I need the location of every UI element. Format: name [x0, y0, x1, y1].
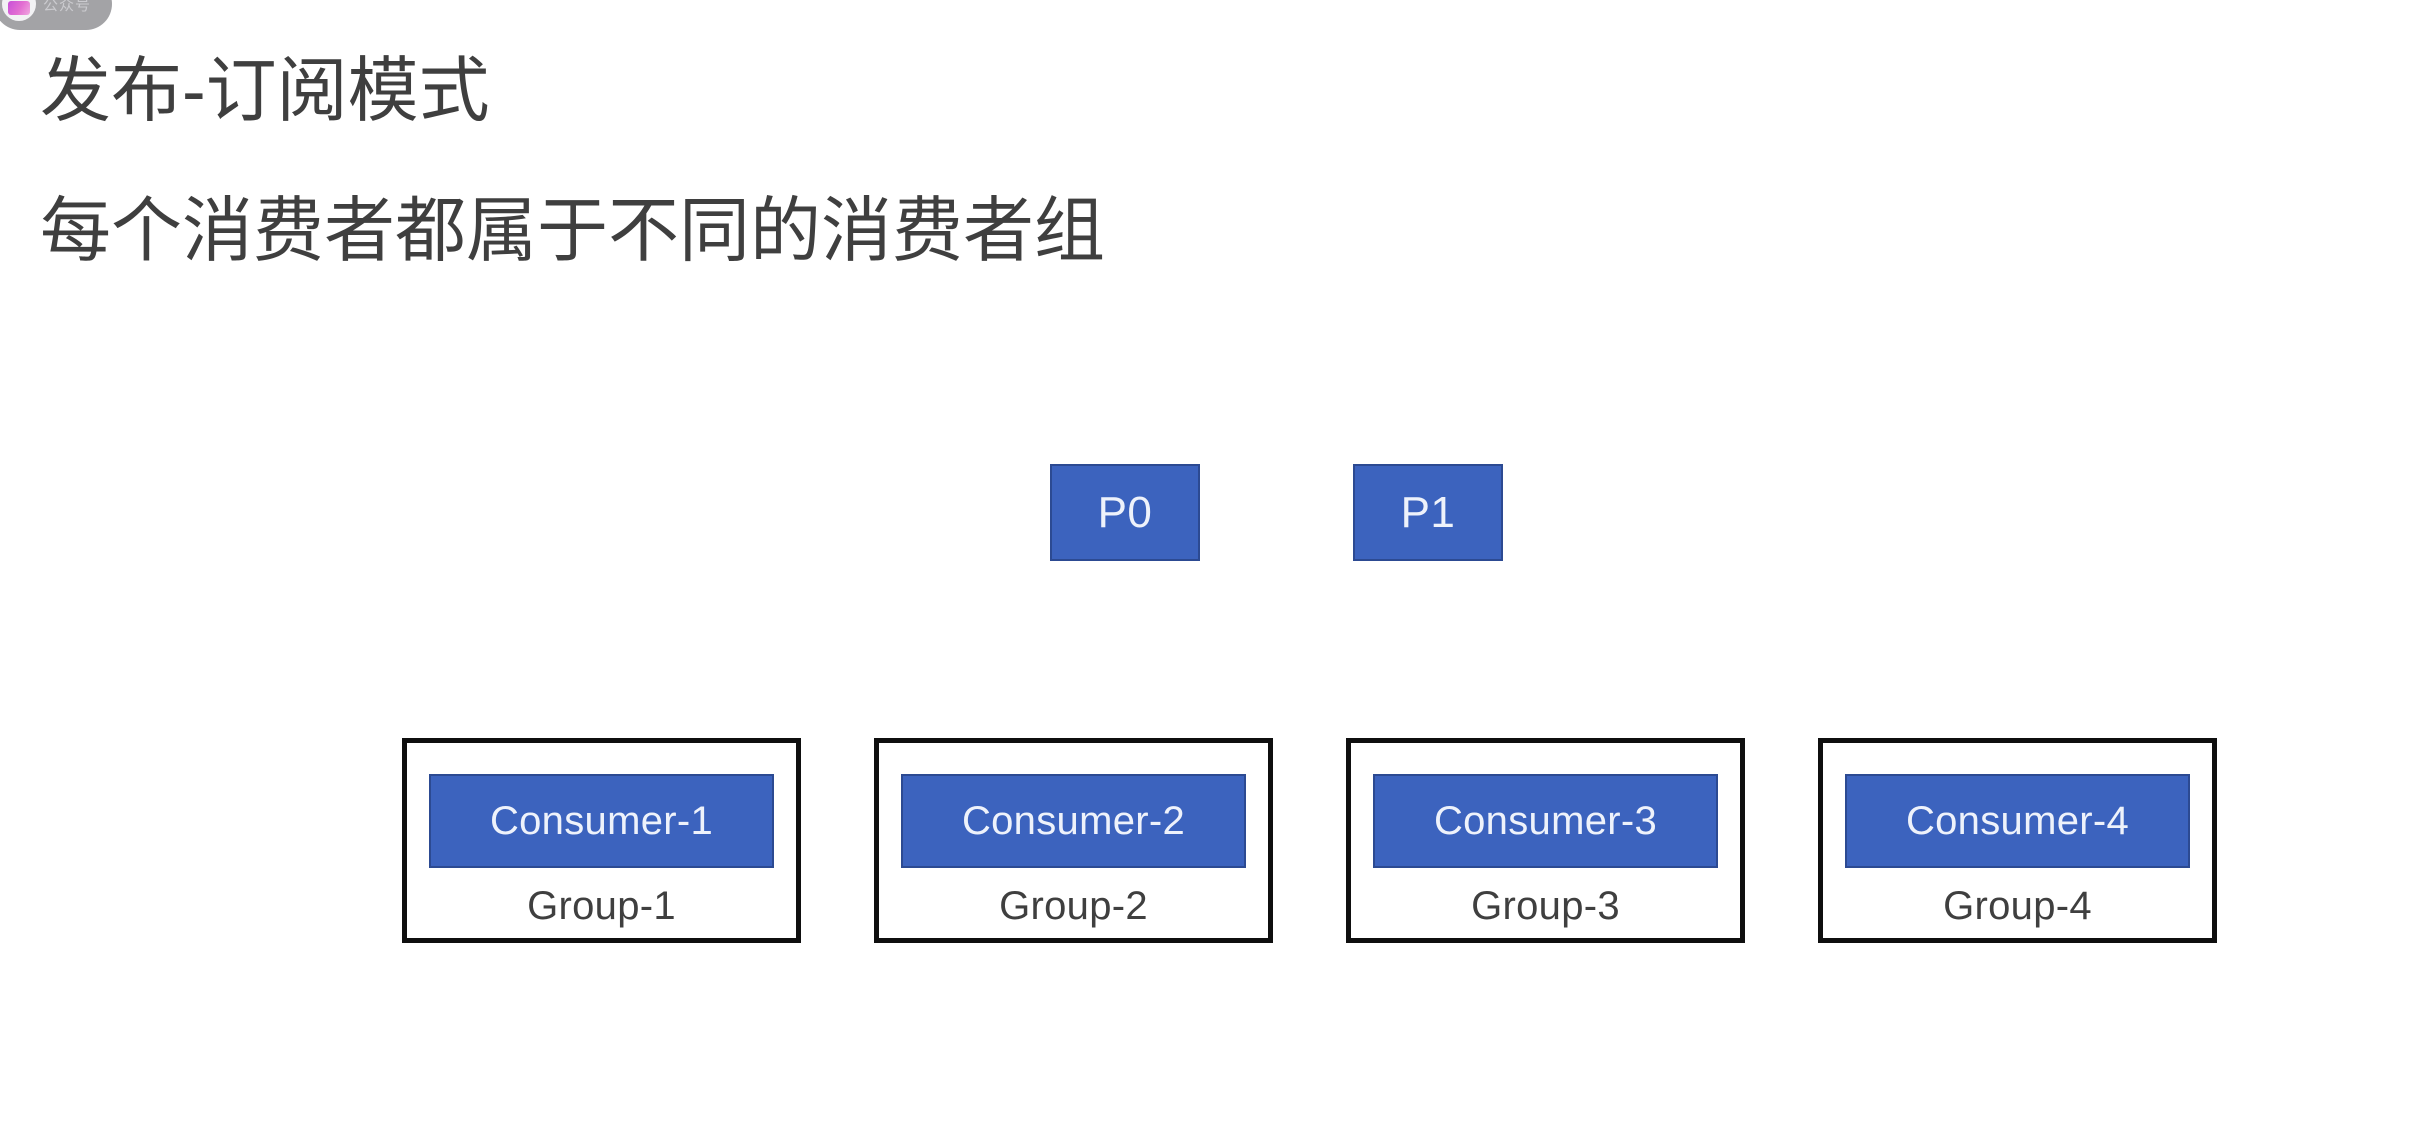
- group-label: Group-4: [1943, 884, 2092, 928]
- group-label: Group-1: [527, 884, 676, 928]
- consumer-box: Consumer-2: [901, 774, 1246, 868]
- watermark-pill: 公众号: [0, 0, 112, 30]
- consumer-box: Consumer-1: [429, 774, 774, 868]
- consumer-group-box: Consumer-1 Group-1: [402, 738, 801, 943]
- consumer-box: Consumer-4: [1845, 774, 2190, 868]
- consumer-group-row: Consumer-1 Group-1 Consumer-2 Group-2 Co…: [402, 738, 2217, 943]
- consumer-group-box: Consumer-4 Group-4: [1818, 738, 2217, 943]
- consumer-group-box: Consumer-2 Group-2: [874, 738, 1273, 943]
- watermark-label: 公众号: [43, 0, 92, 14]
- partition-row: P0 P1: [1050, 464, 1503, 561]
- consumer-group-box: Consumer-3 Group-3: [1346, 738, 1745, 943]
- partition-box: P1: [1353, 464, 1503, 561]
- consumer-box: Consumer-3: [1373, 774, 1718, 868]
- page-subtitle: 每个消费者都属于不同的消费者组: [40, 192, 1106, 271]
- group-label: Group-3: [1471, 884, 1620, 928]
- page-title: 发布-订阅模式: [40, 52, 490, 131]
- user-avatar-icon: [2, 0, 36, 21]
- partition-box: P0: [1050, 464, 1200, 561]
- group-label: Group-2: [999, 884, 1148, 928]
